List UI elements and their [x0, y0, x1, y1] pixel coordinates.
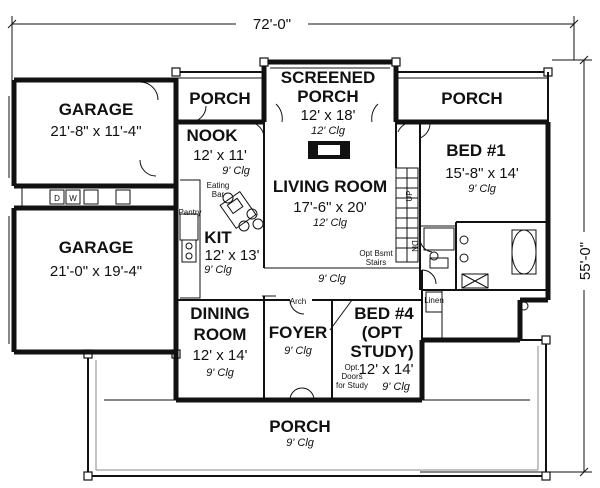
opt-bsmt-line1: Opt Bsmt: [359, 249, 393, 258]
opt-doors-line3: for Study: [336, 381, 368, 390]
porch-front-ceiling: 9' Clg: [286, 437, 315, 449]
arch-label: Arch: [290, 297, 306, 306]
eating-bar-line1: Eating: [207, 181, 230, 190]
room-garage-top: GARAGE 21'-8" x 11'-4": [50, 100, 141, 140]
foyer-name: FOYER: [269, 323, 328, 342]
porch-right-name: PORCH: [441, 89, 502, 108]
kit-size: 12' x 13': [205, 247, 260, 264]
nook-name: NOOK: [187, 126, 239, 145]
room-porch-right: PORCH: [441, 89, 502, 108]
rear-porch-outline: [171, 67, 553, 122]
bed1-size: 15'-8" x 14': [445, 165, 519, 182]
room-porch-front: PORCH 9' Clg: [269, 417, 330, 449]
bed4-ceiling: 9' Clg: [382, 381, 411, 393]
screened-porch-size: 12' x 18': [301, 107, 356, 124]
overall-width-dimension: 72'-0": [7, 14, 579, 90]
screened-porch-name-line1: SCREENED: [281, 68, 375, 87]
doors: [139, 81, 437, 401]
room-living-room: LIVING ROOM 17'-6" x 20' 12' Clg 9' Clg: [273, 177, 387, 285]
bed1-name: BED #1: [446, 141, 506, 160]
eating-bar-label: Eating Bar: [207, 181, 230, 199]
laundry-fixtures: D W: [49, 189, 131, 205]
dryer-label: D: [54, 194, 60, 203]
porch-front-name: PORCH: [269, 417, 330, 436]
dining-room-name-line2: ROOM: [194, 325, 247, 344]
bed1-ceiling: 9' Clg: [468, 183, 497, 195]
bed4-name-line1: BED #4: [354, 304, 414, 323]
room-porch-left: PORCH: [189, 89, 250, 108]
nook-size: 12' x 11': [193, 147, 247, 164]
living-room-name: LIVING ROOM: [273, 177, 387, 196]
living-room-ceiling: 12' Clg: [313, 217, 348, 229]
kitchen-fixtures: [179, 179, 264, 299]
bed4-name-line3: STUDY): [350, 342, 413, 361]
nook-ceiling: 9' Clg: [222, 165, 251, 177]
foyer-ceiling: 9' Clg: [284, 345, 313, 357]
kit-ceiling: 9' Clg: [204, 264, 233, 276]
screened-porch-ceiling: 12' Clg: [311, 125, 346, 137]
dining-room-size: 12' x 14': [193, 347, 248, 364]
overall-depth-label: 55'-0": [577, 242, 594, 280]
overall-depth-dimension: 55'-0": [420, 55, 594, 477]
interior-walls: [176, 122, 548, 400]
opt-doors-line2: Doors: [341, 372, 362, 381]
washer-label: W: [69, 194, 77, 203]
front-porch-outline: [83, 335, 551, 481]
room-bed1: BED #1 15'-8" x 14' 9' Clg: [445, 141, 519, 195]
opt-bsmt-stairs-label: Opt Bsmt Stairs: [359, 249, 393, 267]
screened-porch-name-line2: PORCH: [297, 87, 358, 106]
overall-width-label: 72'-0": [253, 16, 291, 33]
eating-bar-line2: Bar: [212, 190, 225, 199]
kit-name: KIT: [204, 228, 232, 247]
room-kit: KIT 12' x 13' 9' Clg: [204, 228, 259, 276]
room-bed4: BED #4 (OPT STUDY) 12' x 14' 9' Clg: [350, 304, 414, 393]
opt-doors-label: Opt. Doors for Study: [336, 363, 368, 390]
opt-doors-line1: Opt.: [344, 363, 359, 372]
linen-label: Linen: [424, 296, 444, 305]
garage-main-size: 21'-0" x 19'-4": [50, 263, 142, 280]
bed4-size: 12' x 14': [359, 361, 414, 378]
garage-top-name: GARAGE: [59, 100, 134, 119]
bath-fixtures: [423, 227, 537, 313]
room-garage-main: GARAGE 21'-0" x 19'-4": [50, 238, 142, 280]
dining-room-name-line1: DINING: [190, 304, 250, 323]
pantry-label: Pantry: [178, 208, 201, 217]
screened-porch-walls: [259, 57, 401, 122]
fireplace: [308, 141, 350, 159]
living-room-ceiling-lower: 9' Clg: [318, 273, 347, 285]
garage-walls: [8, 77, 179, 355]
bed4-name-line2: (OPT: [362, 323, 403, 342]
dining-room-ceiling: 9' Clg: [206, 367, 235, 379]
porch-left-name: PORCH: [189, 89, 250, 108]
garage-main-name: GARAGE: [59, 238, 134, 257]
room-dining-room: DINING ROOM 12' x 14' 9' Clg: [190, 304, 250, 379]
opt-bsmt-line2: Stairs: [366, 258, 386, 267]
stairs-down-label: DN: [410, 240, 419, 252]
stairs-up-label: UP: [405, 190, 414, 201]
stairs: [395, 167, 419, 263]
garage-top-size: 21'-8" x 11'-4": [50, 123, 141, 140]
living-room-size: 17'-6" x 20': [293, 199, 367, 216]
room-screened-porch: SCREENED PORCH 12' x 18' 12' Clg: [281, 68, 375, 137]
room-foyer: FOYER 9' Clg: [269, 323, 328, 357]
room-nook: NOOK 12' x 11' 9' Clg: [187, 126, 251, 177]
